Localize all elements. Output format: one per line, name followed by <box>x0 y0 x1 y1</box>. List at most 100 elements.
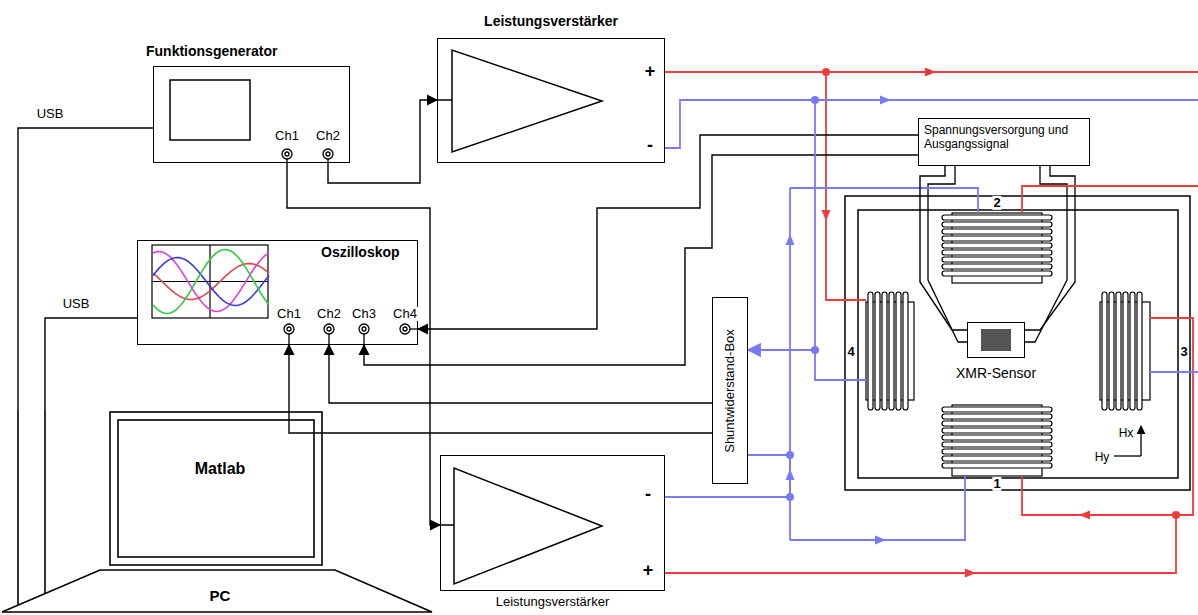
oscilloscope-screen <box>152 245 268 318</box>
coil-wire-blue <box>790 188 978 213</box>
port-label: Ch3 <box>351 307 377 321</box>
laptop <box>2 410 432 612</box>
coil-number: 1 <box>992 477 1001 491</box>
bnc-port <box>324 324 334 334</box>
laptop <box>118 420 314 557</box>
amplifier-symbol <box>440 524 454 526</box>
bnc-port <box>288 334 289 345</box>
sensor-wire <box>1025 166 1075 330</box>
connector <box>329 345 712 403</box>
flow-arrow <box>875 536 886 545</box>
node-title: Shuntwiderstand-Box <box>723 329 738 453</box>
coil-winding <box>875 292 880 410</box>
coil-wire-red <box>1022 186 1198 213</box>
node-title: XMR-Sensor <box>956 365 1036 381</box>
coil-winding <box>942 229 1052 234</box>
coil-winding <box>942 264 1052 269</box>
coil-winding <box>866 213 1150 476</box>
bnc-port <box>400 324 410 334</box>
chip-die <box>981 329 1011 351</box>
signal-trace <box>153 258 269 306</box>
oscilloscope: Oszilloskop <box>137 240 418 345</box>
coil-winding <box>889 292 894 410</box>
node-title: Spannungsversorgung und Ausgangssignal <box>924 124 1069 152</box>
amplifier-symbol <box>452 50 602 152</box>
magnet-yoke <box>845 196 1190 490</box>
amplifier-symbol <box>437 50 602 584</box>
shunt-box: Shuntwiderstand-Box <box>712 297 748 484</box>
connector <box>328 100 437 183</box>
coil-winding <box>903 292 908 410</box>
coil-wire-blue <box>815 350 866 380</box>
bnc-port <box>282 149 292 159</box>
pc-laptop: MatlabPC <box>10 410 430 612</box>
node-title: Leistungsverstärker <box>484 13 618 29</box>
coil-winding <box>942 222 1052 227</box>
power-amplifier: Leistungsverstärker <box>440 455 665 591</box>
coil-winding <box>1130 292 1135 410</box>
port-label: Ch2 <box>315 129 341 143</box>
coil-wire-red <box>1022 476 1176 515</box>
coil-winding <box>942 428 1052 433</box>
coil-winding <box>868 292 873 410</box>
node-title: Leistungsverstärker <box>496 595 609 610</box>
polarity-sign: - <box>646 136 654 156</box>
coil-winding <box>942 215 1052 220</box>
coil-winding <box>942 257 1052 262</box>
coil-winding <box>942 414 1052 419</box>
field-axes <box>1140 426 1141 456</box>
connector <box>18 128 153 410</box>
port-label: Ch1 <box>274 129 300 143</box>
flow-arrow <box>925 68 936 77</box>
node-title: Oszilloskop <box>321 244 400 260</box>
sensor-wire <box>928 166 967 342</box>
connector <box>45 318 137 410</box>
bnc-port <box>328 334 329 345</box>
polarity-sign: - <box>644 485 652 505</box>
coil-winding <box>942 421 1052 426</box>
connector <box>289 345 712 433</box>
bnc-port <box>287 327 291 331</box>
coil-winding <box>896 292 901 410</box>
laptop <box>17 410 19 605</box>
laptop <box>110 412 322 565</box>
coil-wire-blue <box>790 100 1198 540</box>
port-label: Ch1 <box>276 307 302 321</box>
field-axes <box>1114 455 1141 456</box>
node-title: Matlab <box>195 460 246 478</box>
coil-wire-blue <box>815 99 1198 101</box>
oscilloscope-screen <box>152 245 268 318</box>
coil-winding <box>942 463 1052 468</box>
connector <box>665 455 790 497</box>
flow-arrow <box>786 234 795 245</box>
coil-winding <box>942 271 1052 276</box>
junction-dot <box>822 68 830 76</box>
chip-die <box>981 329 1011 351</box>
laptop <box>44 410 46 593</box>
polarity-sign: + <box>644 62 657 82</box>
coil-winding <box>942 449 1052 454</box>
coil-winding <box>942 442 1052 447</box>
coil-winding <box>942 456 1052 461</box>
generator-screen <box>170 80 250 140</box>
coil-winding <box>942 236 1052 241</box>
port-label: Ch4 <box>392 307 418 321</box>
edge-label: USB <box>62 297 91 311</box>
bnc-port <box>282 149 418 345</box>
connector <box>920 166 967 330</box>
coil-winding <box>882 292 887 410</box>
coil-wire-red <box>665 515 1176 573</box>
amplifier-symbol <box>454 468 602 584</box>
polarity-sign: + <box>642 561 655 581</box>
flow-arrow <box>880 96 891 105</box>
bnc-port <box>323 149 333 159</box>
coil-wire-red <box>665 72 1198 573</box>
xmr-sensor-chip: XMR-Sensor <box>967 322 1025 358</box>
axis-label: Hx <box>1118 427 1135 440</box>
coil-wire-blue <box>1150 371 1198 373</box>
magnet-yoke <box>858 210 1178 478</box>
magnet-yoke <box>845 196 1190 490</box>
connector <box>665 100 815 350</box>
